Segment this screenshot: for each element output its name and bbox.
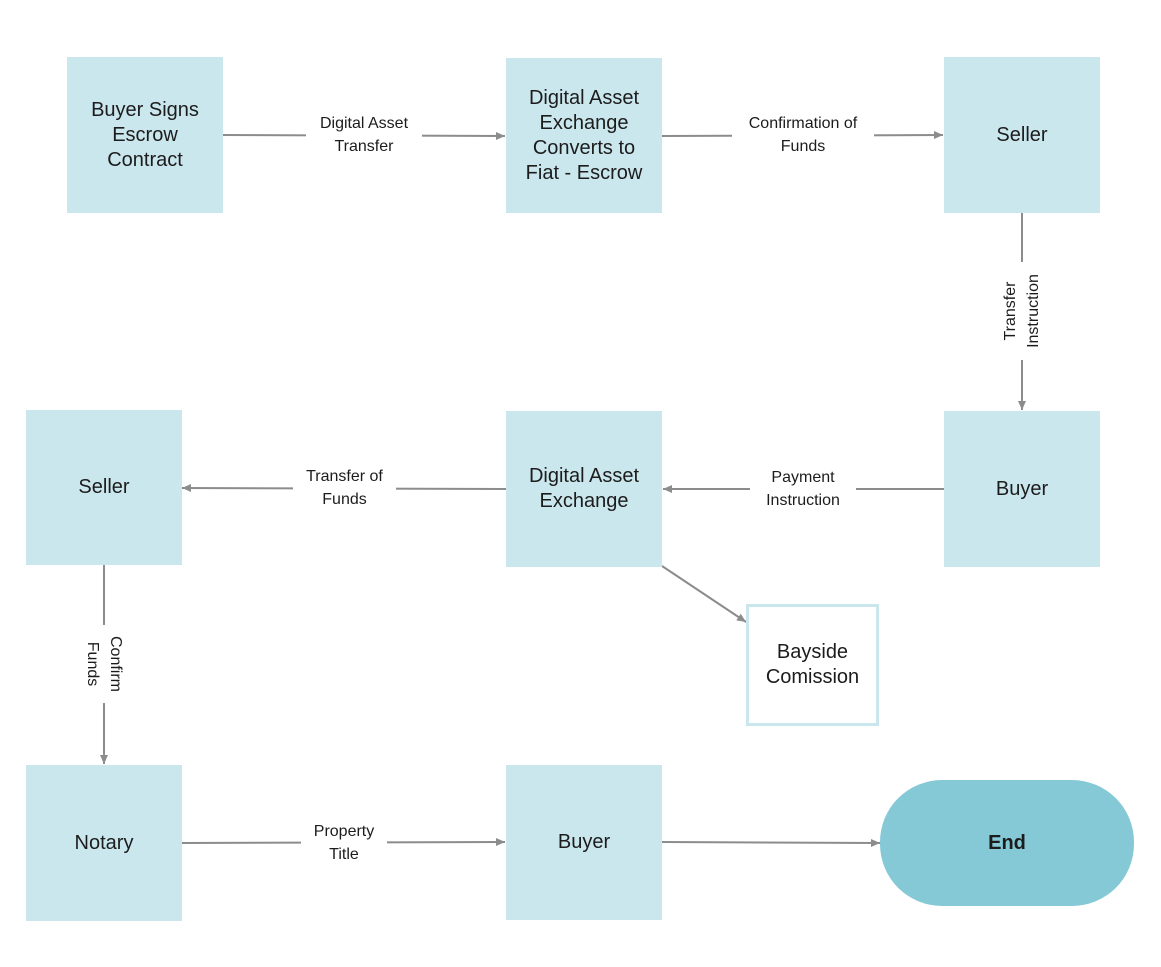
node-text: Seller	[78, 476, 130, 498]
label-confirmation-of-funds: Confirmation of Funds	[732, 112, 874, 158]
label-payment-instruction: Payment Instruction	[750, 466, 856, 512]
seller-mid-node: Seller	[26, 410, 182, 565]
end-terminal-node: End	[880, 780, 1134, 906]
exchange-converts-node: Digital Asset Exchange Converts to Fiat …	[506, 58, 662, 213]
node-text: Digital Asset Exchange Converts to Fiat …	[525, 86, 643, 184]
node-text: Seller	[996, 123, 1048, 146]
node-text: Buyer	[995, 477, 1049, 500]
node-text: Buyer Signs Escrow Contract	[91, 98, 199, 171]
label-confirm-funds: Confirm Funds	[81, 625, 127, 703]
arrow-exchange-to-bayside	[661, 565, 747, 623]
exchange-mid-node: Digital Asset Exchange	[506, 411, 662, 567]
node-text: Bayside Comission	[765, 641, 860, 688]
label-transfer-of-funds: Transfer of Funds	[293, 465, 396, 511]
node-text: Buyer	[557, 831, 611, 853]
bayside-commission-node: Bayside Comission	[746, 604, 879, 726]
node-text: Notary	[74, 831, 134, 854]
seller-top-node: Seller	[944, 57, 1100, 213]
buyer-bottom-node: Buyer	[506, 765, 662, 920]
notary-node: Notary	[26, 765, 182, 921]
node-text: End	[988, 831, 1026, 854]
arrow-buyer-to-end	[661, 838, 881, 847]
label-digital-asset-transfer: Digital Asset Transfer	[306, 112, 422, 158]
label-transfer-instruction: Transfer Instruction	[999, 262, 1045, 360]
node-text: Digital Asset Exchange	[528, 465, 640, 512]
buyer-mid-node: Buyer	[944, 411, 1100, 567]
label-property-title: Property Title	[301, 820, 387, 866]
buyer-signs-escrow-node: Buyer Signs Escrow Contract	[67, 57, 223, 213]
